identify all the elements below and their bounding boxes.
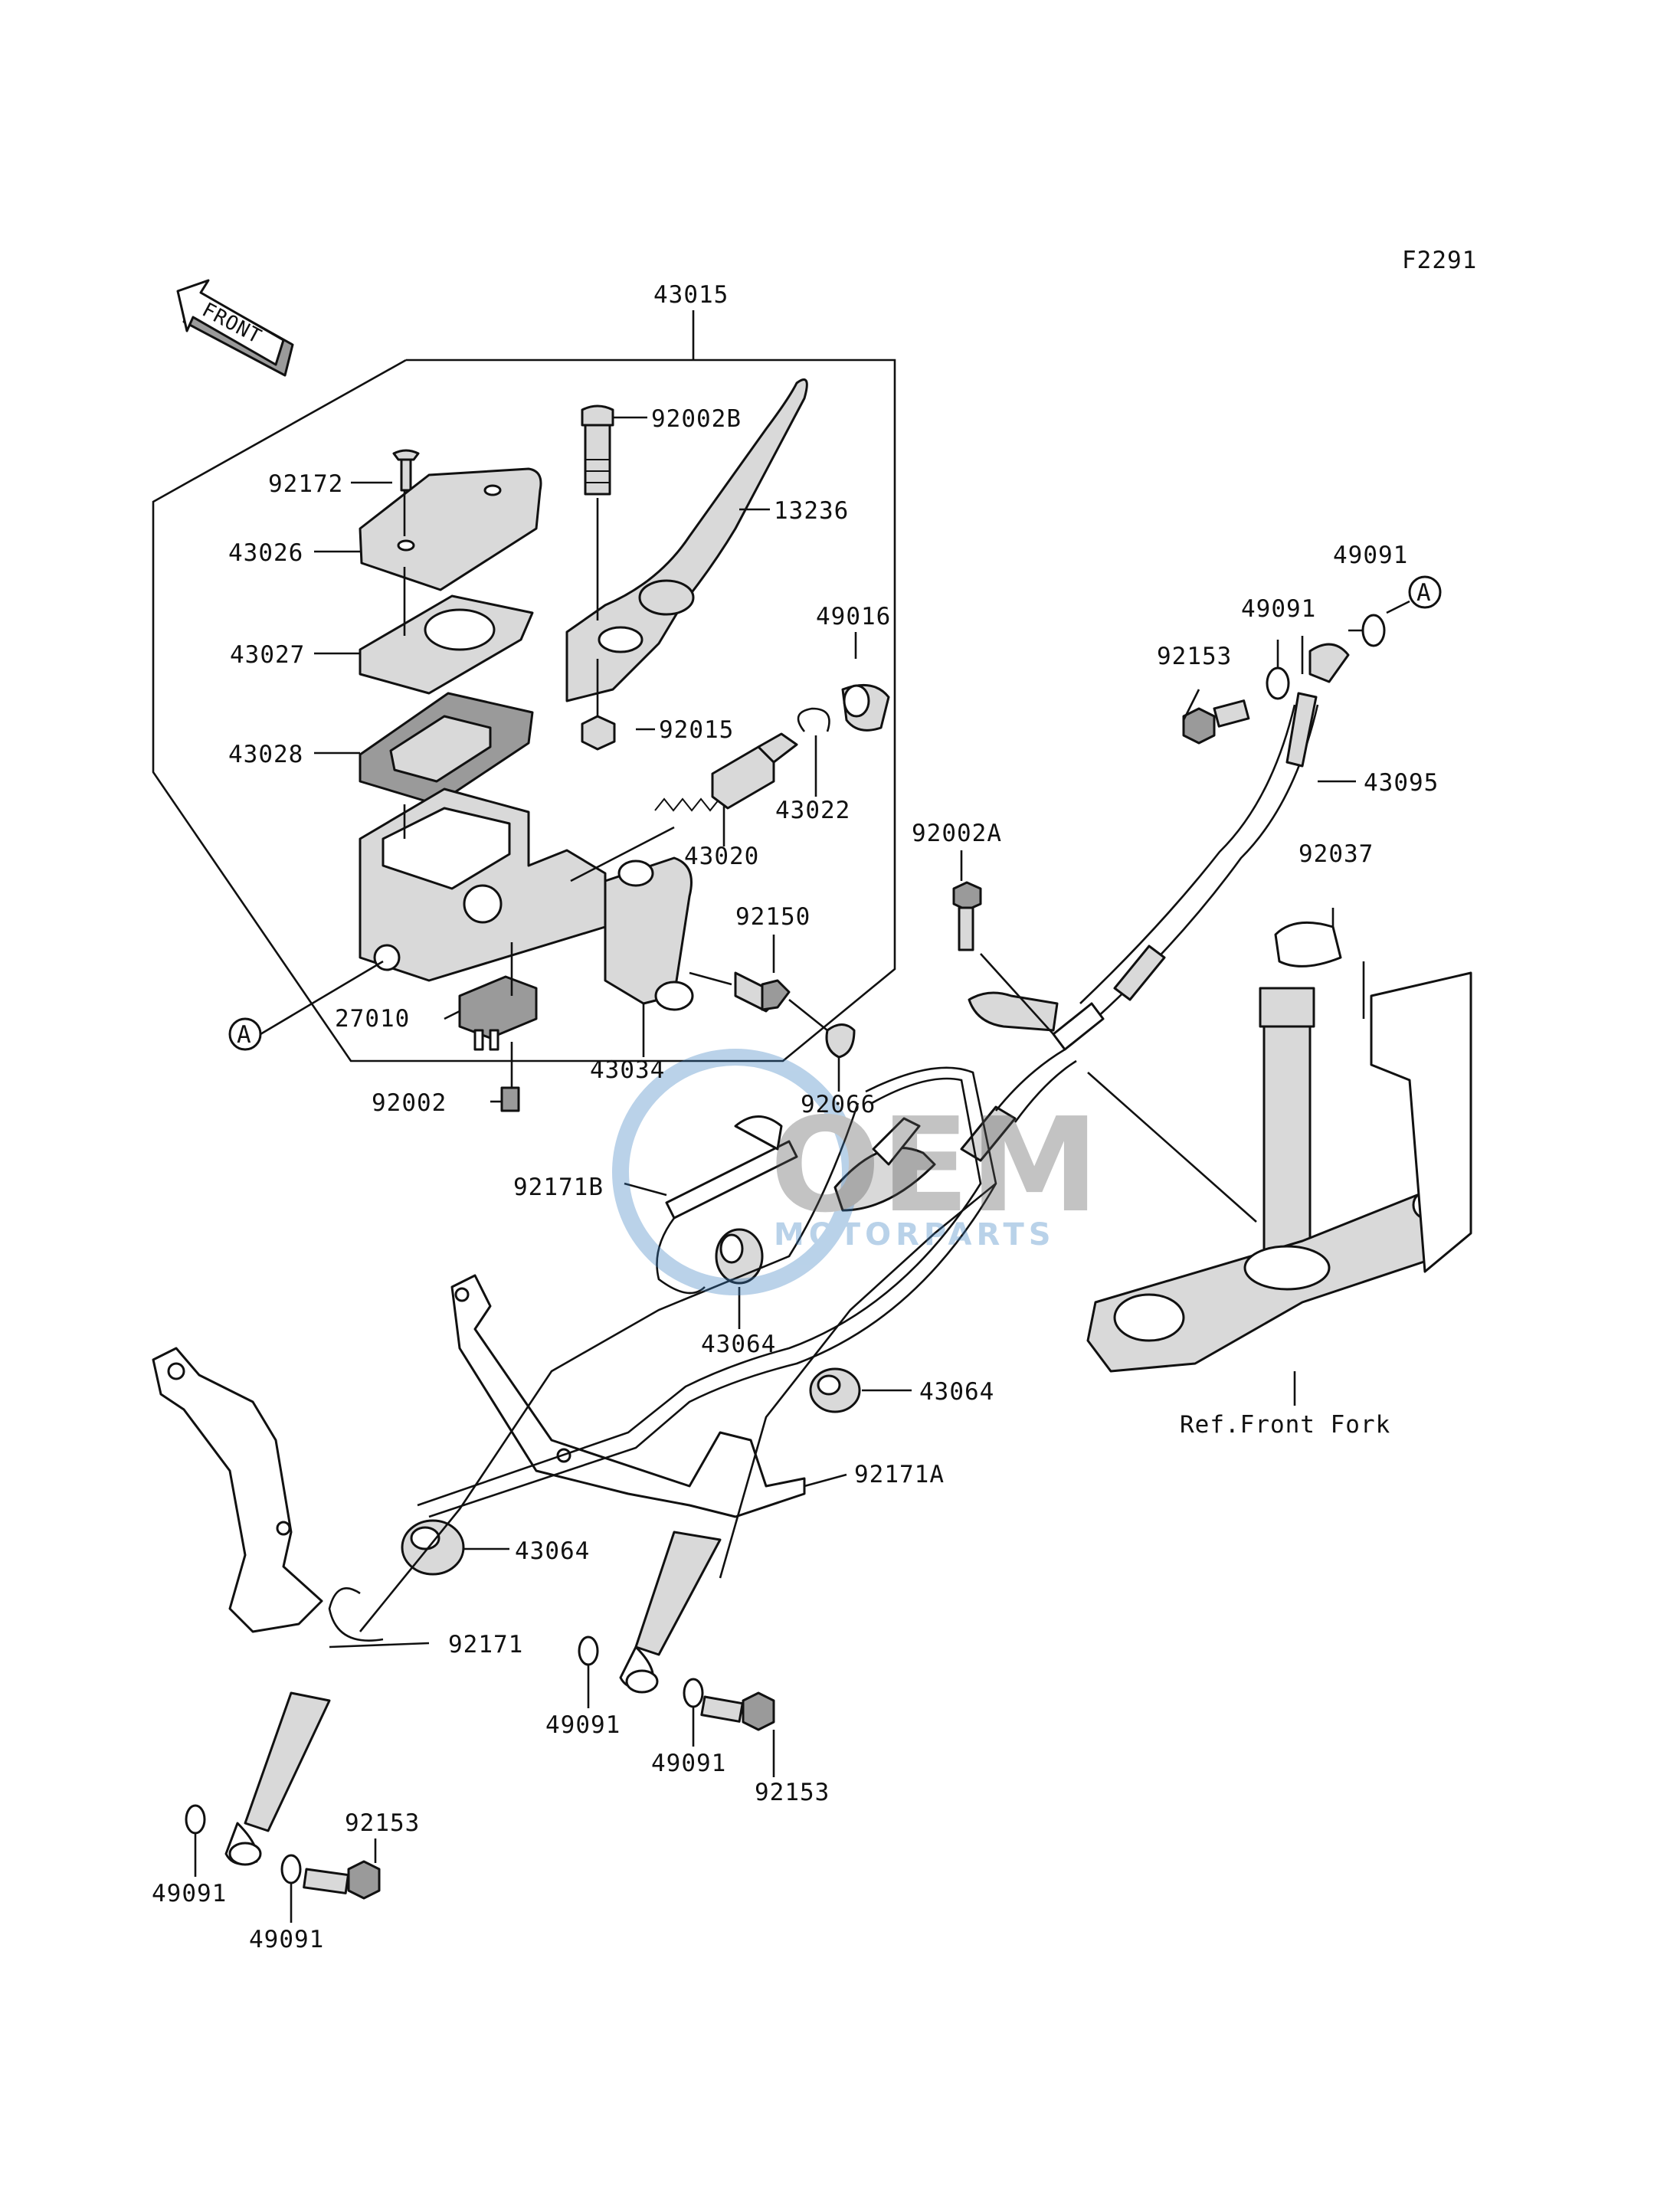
hose-bracket-a bbox=[450, 1274, 806, 1518]
hose-clamp-bolt bbox=[952, 881, 982, 951]
label-92150: 92150 bbox=[735, 903, 811, 931]
label-92037: 92037 bbox=[1298, 840, 1374, 868]
switch-screw bbox=[500, 1086, 520, 1112]
front-direction-arrow: FRONT bbox=[176, 279, 294, 377]
label-ref-front-fork: Ref.Front Fork bbox=[1180, 1411, 1390, 1439]
figure-code: F2291 bbox=[1402, 247, 1477, 274]
label-92172: 92172 bbox=[268, 470, 343, 498]
lever-nut bbox=[581, 715, 616, 751]
lever-pivot-bolt bbox=[581, 404, 614, 496]
lower-right-hose-end bbox=[619, 1531, 722, 1694]
lower-left-banjo-bolt bbox=[303, 1860, 381, 1900]
label-43026: 43026 bbox=[228, 539, 303, 567]
label-92002a: 92002A bbox=[912, 820, 1002, 847]
label-43064-right: 43064 bbox=[919, 1378, 994, 1406]
rubber-cap bbox=[825, 1023, 856, 1059]
watermark-sub: MOTORPARTS bbox=[774, 1217, 1056, 1252]
label-92153-top: 92153 bbox=[1157, 643, 1232, 670]
label-92153-mid: 92153 bbox=[755, 1779, 830, 1806]
lower-left-washer-b bbox=[280, 1854, 302, 1884]
upper-brake-hose bbox=[1052, 643, 1350, 1051]
label-49091-bot-b: 49091 bbox=[249, 1926, 324, 1953]
grommet-upper bbox=[715, 1228, 764, 1285]
label-49091-top-mid: 49091 bbox=[1241, 595, 1316, 623]
dust-boot bbox=[841, 683, 890, 732]
grommet-left bbox=[401, 1519, 465, 1576]
label-43064-left: 43064 bbox=[515, 1537, 590, 1565]
lower-left-hose-end bbox=[224, 1691, 331, 1866]
label-92171b: 92171B bbox=[513, 1174, 604, 1201]
label-49091-top-right: 49091 bbox=[1333, 542, 1408, 569]
brake-lever bbox=[565, 378, 808, 702]
clamp-bolt bbox=[734, 971, 791, 1013]
label-92171a: 92171A bbox=[854, 1461, 945, 1488]
top-banjo-bolt bbox=[1182, 699, 1250, 745]
steering-stem-assembly bbox=[1086, 921, 1472, 1373]
master-cylinder-body bbox=[359, 787, 607, 982]
label-92066: 92066 bbox=[801, 1091, 876, 1118]
label-92153-bottom: 92153 bbox=[345, 1809, 420, 1837]
circlip bbox=[797, 707, 830, 732]
lower-right-washer-a bbox=[578, 1635, 599, 1666]
label-92015: 92015 bbox=[659, 716, 734, 744]
label-43027: 43027 bbox=[230, 641, 305, 669]
label-92002: 92002 bbox=[372, 1089, 447, 1117]
hose-bracket-left bbox=[152, 1347, 384, 1642]
label-92002b: 92002B bbox=[651, 405, 742, 433]
leader-lines-top bbox=[260, 416, 857, 1103]
top-washer-a bbox=[1266, 666, 1290, 700]
master-cylinder-assembly-outline bbox=[152, 310, 896, 1062]
label-49091-bot-a: 49091 bbox=[152, 1880, 227, 1907]
callout-a-right: A bbox=[1408, 575, 1442, 609]
label-43022: 43022 bbox=[775, 797, 850, 824]
lower-right-washer-b bbox=[683, 1678, 704, 1708]
piston-assembly bbox=[654, 732, 798, 812]
label-49091-mid-a: 49091 bbox=[545, 1711, 621, 1739]
lower-left-washer-a bbox=[185, 1804, 206, 1835]
watermark-brand: OEM bbox=[770, 1090, 1099, 1242]
label-49016: 49016 bbox=[816, 603, 891, 630]
lower-brake-hose-lines bbox=[359, 1066, 997, 1632]
hose-clip-b bbox=[656, 1115, 798, 1295]
reservoir-cap bbox=[359, 467, 542, 591]
label-27010: 27010 bbox=[335, 1005, 410, 1033]
label-49091-mid-b: 49091 bbox=[651, 1750, 726, 1777]
diaphragm-plate bbox=[359, 594, 534, 695]
mid-hose-end bbox=[833, 1117, 936, 1212]
leader-lines-bottom bbox=[194, 600, 1410, 1923]
label-43034: 43034 bbox=[590, 1056, 665, 1084]
label-13236: 13236 bbox=[774, 497, 849, 525]
callout-a-left-text: A bbox=[237, 1021, 252, 1049]
brake-light-switch bbox=[458, 975, 538, 1051]
label-43020: 43020 bbox=[684, 843, 759, 870]
label-92171: 92171 bbox=[448, 1631, 523, 1658]
grommet-right bbox=[809, 1367, 861, 1413]
label-43095: 43095 bbox=[1364, 769, 1439, 797]
fork-reference-lines bbox=[980, 908, 1365, 1406]
label-43028: 43028 bbox=[228, 741, 303, 768]
label-43064-mid: 43064 bbox=[701, 1331, 776, 1358]
diaphragm bbox=[359, 692, 534, 806]
label-43015: 43015 bbox=[653, 281, 729, 309]
callout-a-right-text: A bbox=[1416, 579, 1432, 607]
top-washer-b bbox=[1361, 614, 1386, 647]
lower-right-banjo-bolt bbox=[700, 1691, 775, 1731]
callout-a-left: A bbox=[228, 1017, 262, 1051]
watermark-logo: OEM MOTORPARTS bbox=[612, 1049, 1099, 1295]
handlebar-clamp bbox=[604, 856, 694, 1011]
part-labels: 43015 92002B 92172 13236 43026 49016 430… bbox=[152, 281, 1439, 1953]
reservoir-cap-screw bbox=[392, 449, 420, 492]
